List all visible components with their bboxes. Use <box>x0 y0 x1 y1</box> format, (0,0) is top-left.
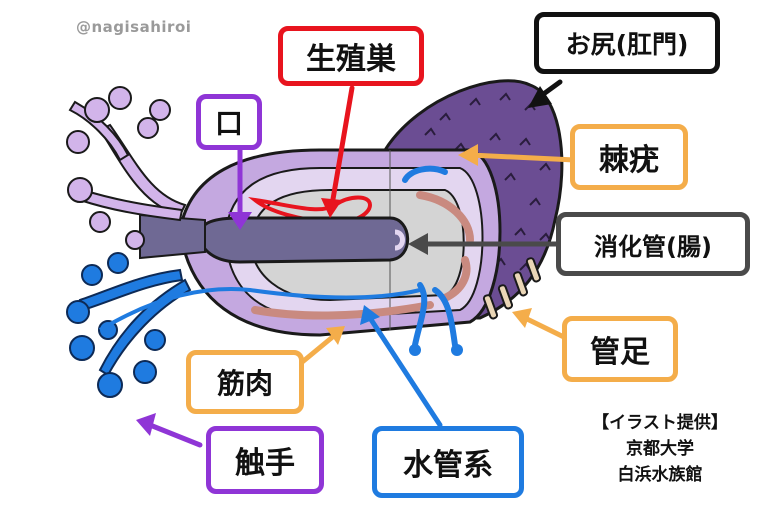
label-tentacles: 触手 <box>206 426 324 494</box>
tentacles-lower <box>66 252 192 398</box>
tube-feet <box>482 257 542 320</box>
label-spine: 棘疣 <box>570 124 688 190</box>
oral-region <box>139 213 206 260</box>
label-muscle: 筋肉 <box>186 350 304 414</box>
tube-feet-blue <box>402 165 458 348</box>
pointer-arrows <box>136 79 578 448</box>
tentacles-upper <box>66 86 187 250</box>
label-water-vascular: 水管系 <box>372 426 524 498</box>
muscle-band-right <box>441 256 471 302</box>
credit-line-2: 京都大学 <box>626 439 694 459</box>
credit-line-1: 【イラスト提供】 <box>592 413 728 433</box>
label-gut: 消化管(腸) <box>556 212 750 276</box>
muscle-band-top <box>416 191 474 244</box>
muscle-band-bottom <box>251 301 434 320</box>
label-mouth: 口 <box>196 94 262 150</box>
illustration-credit: 【イラスト提供】 京都大学 白浜水族館 <box>560 410 760 488</box>
author-handle: @nagisahiroi <box>76 18 192 36</box>
label-gonad: 生殖巣 <box>278 26 424 86</box>
gut <box>198 216 410 264</box>
water-vascular-line <box>98 287 421 332</box>
label-anus: お尻(肛門) <box>534 12 720 74</box>
credit-line-3: 白浜水族館 <box>617 465 703 485</box>
label-tube-feet: 管足 <box>562 316 678 382</box>
